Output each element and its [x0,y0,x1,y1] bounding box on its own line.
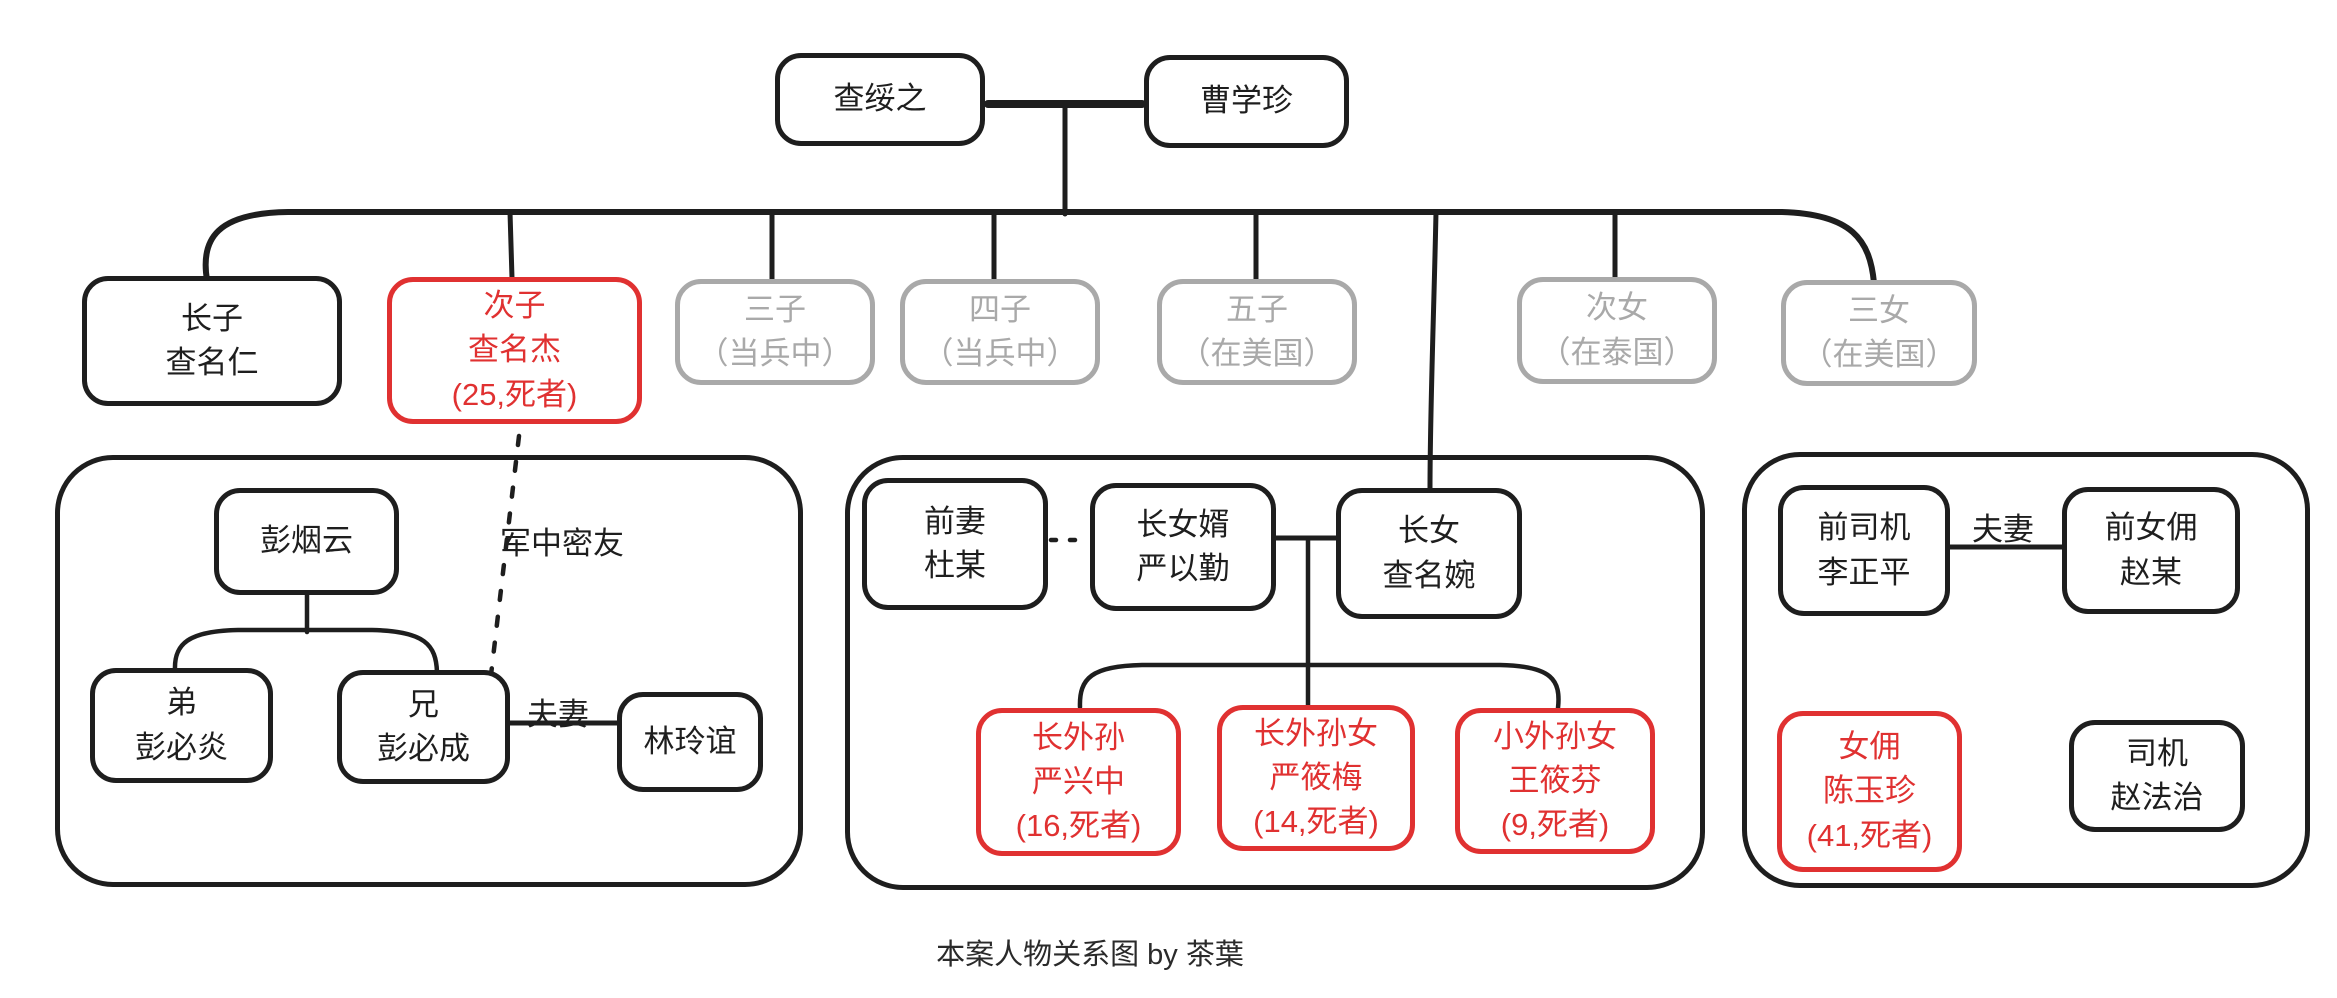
node-daughter3: 三女 （在美国） [1781,280,1977,386]
node-son5: 五子 （在美国） [1157,279,1357,385]
group-peng-family [55,455,803,887]
node-daughter3-role: 三女 [1848,292,1910,328]
node-maid-status: (41,死者) [1806,817,1933,853]
node-son2-role: 次子 [483,288,546,324]
node-daughter2: 次女 （在泰国） [1517,277,1717,384]
node-son2: 次子 查名杰 (25,死者) [387,277,642,424]
node-driver-role: 司机 [2126,735,2188,771]
node-father: 查绥之 [775,53,985,146]
node-son2-name: 查名杰 [468,332,561,368]
node-daughter3-status: （在美国） [1801,337,1957,372]
node-ex-wife-role: 前妻 [924,503,986,539]
node-maid-role: 女佣 [1838,729,1901,765]
node-ex-maid: 前女佣 赵某 [2062,487,2240,614]
node-maid: 女佣 陈玉珍 (41,死者) [1777,711,1962,872]
node-peng-yanyun: 彭烟云 [214,488,399,595]
node-son1-role: 长子 [181,300,243,336]
node-daughter1-name: 查名婉 [1382,557,1476,593]
node-grandson1-status: (16,死者) [1015,808,1142,843]
node-peng-biyan-name: 彭必炎 [135,729,228,765]
node-ex-driver-role: 前司机 [1817,510,1911,546]
node-son2-status: (25,死者) [451,376,578,412]
node-granddaughter1: 长外孙女 严筱梅 (14,死者) [1217,705,1415,851]
node-son1: 长子 查名仁 [82,276,342,406]
node-ex-wife-name: 杜某 [924,548,986,583]
node-ex-wife: 前妻 杜某 [862,478,1048,610]
node-granddaughter2-name: 王筱芬 [1508,762,1602,798]
group-household-staff [1742,452,2310,888]
node-granddaughter1-name: 严筱梅 [1269,759,1363,795]
node-daughter1: 长女 查名婉 [1336,488,1522,619]
node-ex-driver: 前司机 李正平 [1778,485,1950,616]
node-peng-bicheng-role: 兄 [408,686,439,722]
label-couple-right: 夫妻 [1972,512,2034,547]
node-ex-maid-role: 前女佣 [2104,510,2198,546]
node-grandson1-role: 长外孙 [1032,719,1125,755]
node-granddaughter1-status: (14,死者) [1253,804,1379,839]
peng-bracket-line [172,627,440,675]
node-father-name: 查绥之 [833,81,927,117]
node-daughter2-role: 次女 [1586,290,1648,326]
node-son4: 四子 （当兵中） [900,279,1100,385]
label-army-friend: 军中密友 [500,526,624,561]
node-peng-bicheng: 兄 彭必成 [337,670,510,784]
sibling-bus-line [202,209,1877,286]
node-ex-maid-name: 赵某 [2120,554,2182,590]
node-son5-status: （在美国） [1179,336,1335,371]
node-peng-biyan-role: 弟 [166,685,197,721]
node-mother-name: 曹学珍 [1200,83,1293,119]
army-friend-dotted-line [486,433,522,695]
node-grandson1-name: 严兴中 [1032,763,1125,799]
node-son3-role: 三子 [744,291,806,327]
node-daughter2-status: （在泰国） [1539,334,1695,370]
label-couple-left: 夫妻 [527,697,589,732]
node-granddaughter2-status: (9,死者) [1500,807,1610,842]
node-driver: 司机 赵法治 [2069,720,2245,832]
node-peng-bicheng-name: 彭必成 [377,731,470,766]
node-son3-status: （当兵中） [697,336,853,371]
node-daughter1-role: 长女 [1398,513,1460,549]
group-daughter1-family [845,455,1705,890]
node-lin-lingyi: 林玲谊 [617,692,763,792]
node-granddaughter2-role: 小外孙女 [1493,718,1617,754]
node-granddaughter2: 小外孙女 王筱芬 (9,死者) [1455,708,1655,854]
node-maid-name: 陈玉珍 [1823,773,1916,809]
node-granddaughter1-role: 长外孙女 [1254,715,1378,751]
drop-son2 [507,209,515,281]
node-son4-status: （当兵中） [922,336,1078,371]
node-ex-driver-name: 李正平 [1817,554,1911,590]
node-lin-lingyi-name: 林玲谊 [643,723,737,759]
node-son-in-law: 长女婿 严以勤 [1090,483,1276,611]
node-grandson1: 长外孙 严兴中 (16,死者) [976,708,1181,856]
node-peng-yanyun-name: 彭烟云 [260,523,353,559]
node-son4-role: 四子 [969,291,1031,327]
node-son5-role: 五子 [1226,291,1288,327]
node-mother: 曹学珍 [1144,55,1349,148]
diagram-caption: 本案人物关系图 by 茶葉 [936,939,1244,971]
node-driver-name: 赵法治 [2110,780,2204,815]
node-son-in-law-role: 长女婿 [1136,506,1230,542]
drop-daughter1-long [1427,209,1439,492]
node-son-in-law-name: 严以勤 [1136,551,1230,586]
node-son3: 三子 （当兵中） [675,279,875,385]
grandchildren-bracket-line [1077,662,1561,711]
node-peng-biyan: 弟 彭必炎 [90,668,273,783]
node-son1-name: 查名仁 [165,345,259,380]
